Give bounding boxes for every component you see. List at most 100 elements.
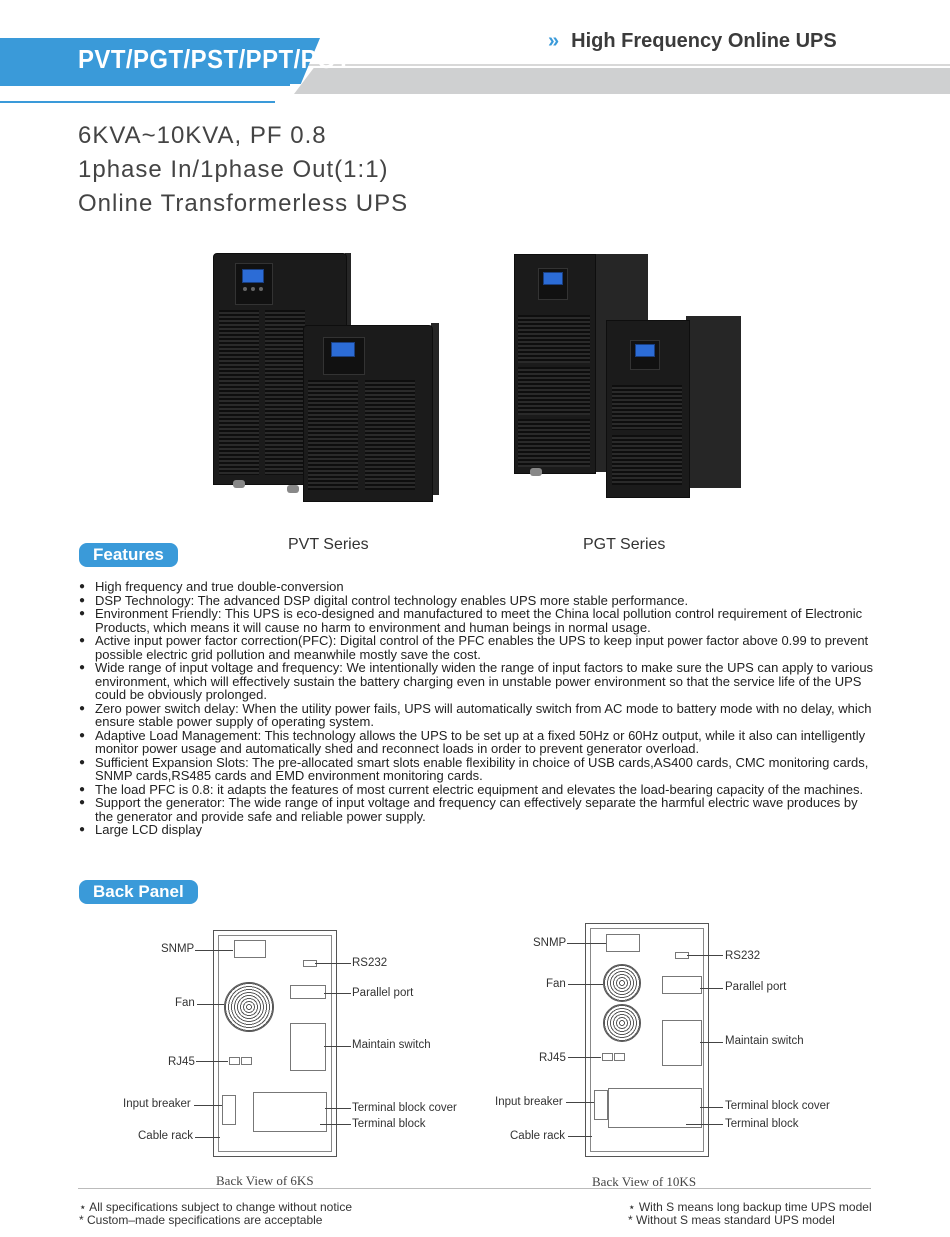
lcd-screen-icon bbox=[331, 342, 355, 357]
feature-item: Zero power switch delay: When the utilit… bbox=[79, 701, 875, 729]
callout-fan: Fan bbox=[546, 978, 566, 990]
10ks-parallel-port bbox=[662, 976, 702, 994]
leader-line bbox=[324, 1046, 351, 1047]
callout-input-breaker: Input breaker bbox=[495, 1096, 563, 1108]
features-list: High frequency and true double-conversio… bbox=[79, 580, 875, 837]
callout-rj45: RJ45 bbox=[168, 1056, 195, 1068]
wheel-icon bbox=[287, 485, 299, 493]
callout-snmp: SNMP bbox=[533, 937, 567, 949]
feature-item: Environment Friendly: This UPS is eco-de… bbox=[79, 607, 875, 634]
feature-item: Wide range of input voltage and frequenc… bbox=[79, 661, 875, 702]
pgt-series-label: PGT Series bbox=[583, 536, 666, 553]
6ks-rj45-port bbox=[229, 1057, 240, 1065]
feature-item: Large LCD display bbox=[79, 823, 875, 837]
callout-terminal-block-cover: Terminal block cover bbox=[725, 1100, 830, 1112]
leader-line bbox=[196, 1061, 228, 1062]
caption-back-view-6ks: Back View of 6KS bbox=[216, 1173, 314, 1188]
footnote: ⋆ All specifications subject to change w… bbox=[79, 1200, 352, 1214]
10ks-rj45-port bbox=[614, 1053, 625, 1061]
pvt-short-vent-left bbox=[308, 380, 358, 490]
header-blue-rule bbox=[0, 84, 290, 86]
6ks-rj45-port bbox=[241, 1057, 252, 1065]
wheel-icon bbox=[233, 480, 245, 488]
back-view-6ks: SNMP Fan RJ45 Input breaker Cable rack R… bbox=[110, 925, 470, 1165]
leader-line bbox=[567, 943, 606, 944]
leader-line bbox=[687, 955, 723, 956]
category-heading: » High Frequency Online UPS bbox=[548, 30, 837, 53]
fan-icon bbox=[603, 964, 641, 1002]
callout-rs232: RS232 bbox=[352, 957, 388, 969]
leader-line bbox=[700, 1107, 723, 1108]
10ks-maintain-switch bbox=[662, 1020, 702, 1066]
leader-line bbox=[320, 1124, 351, 1125]
leader-line bbox=[195, 1137, 220, 1138]
leader-line bbox=[700, 988, 723, 989]
footnote: ⋆ With S means long backup time UPS mode… bbox=[628, 1200, 872, 1214]
pgt-tall-vent-2 bbox=[518, 367, 590, 415]
pgt-tall-vent-3 bbox=[518, 419, 590, 467]
headline-line-3: Online Transformerless UPS bbox=[78, 190, 409, 217]
fan-icon bbox=[224, 982, 274, 1032]
callout-terminal-block-cover: Terminal block cover bbox=[352, 1102, 457, 1114]
callout-maintain-switch: Maintain switch bbox=[725, 1035, 804, 1047]
lcd-screen-icon bbox=[635, 344, 655, 357]
10ks-inner-frame bbox=[590, 928, 704, 1152]
model-codes-title: PVT/PGT/PST/PPT/POT bbox=[78, 44, 352, 74]
pgt-short-side bbox=[686, 316, 741, 488]
feature-item: Active input power factor correction(PFC… bbox=[79, 634, 875, 661]
callout-terminal-block: Terminal block bbox=[725, 1118, 799, 1130]
category-label: High Frequency Online UPS bbox=[571, 30, 837, 52]
callout-fan: Fan bbox=[175, 997, 195, 1009]
header-gray-band bbox=[294, 68, 950, 94]
footer-rule bbox=[78, 1188, 871, 1189]
feature-item: Support the generator: The wide range of… bbox=[79, 796, 875, 823]
back-view-10ks: SNMP Fan RJ45 Input breaker Cable rack R… bbox=[490, 920, 870, 1160]
callout-parallel-port: Parallel port bbox=[352, 987, 414, 999]
button-icon bbox=[243, 287, 247, 291]
leader-line bbox=[195, 950, 233, 951]
leader-line bbox=[325, 1108, 351, 1109]
callout-terminal-block: Terminal block bbox=[352, 1118, 426, 1130]
header-blue-banner bbox=[0, 38, 320, 84]
lcd-screen-icon bbox=[242, 269, 264, 283]
callout-cable-rack: Cable rack bbox=[510, 1130, 565, 1142]
leader-line bbox=[315, 963, 351, 964]
6ks-input-breaker bbox=[222, 1095, 236, 1125]
header-blue-rule-lower bbox=[0, 101, 275, 103]
10ks-terminal-block-cover bbox=[608, 1088, 702, 1128]
double-chevron-icon: » bbox=[548, 30, 560, 52]
footnote: * Without S meas standard UPS model bbox=[628, 1213, 835, 1227]
feature-item: DSP Technology: The advanced DSP digital… bbox=[79, 593, 875, 608]
pvt-series-label: PVT Series bbox=[288, 536, 369, 553]
headline-line-2: 1phase In/1phase Out(1:1) bbox=[78, 156, 389, 183]
callout-rj45: RJ45 bbox=[539, 1052, 566, 1064]
6ks-inner-frame bbox=[218, 935, 332, 1152]
10ks-input-breaker bbox=[594, 1090, 608, 1120]
leader-line bbox=[568, 984, 603, 985]
lcd-screen-icon bbox=[543, 272, 563, 285]
caption-back-view-10ks: Back View of 10KS bbox=[592, 1174, 697, 1189]
10ks-snmp-slot bbox=[606, 934, 640, 952]
pvt-short-vent-right bbox=[365, 380, 415, 490]
features-heading: Features bbox=[79, 543, 178, 567]
button-icon bbox=[259, 287, 263, 291]
leader-line bbox=[324, 993, 351, 994]
feature-item: Adaptive Load Management: This technolog… bbox=[79, 728, 875, 756]
leader-line bbox=[686, 1124, 723, 1125]
button-icon bbox=[251, 287, 255, 291]
fan-icon bbox=[603, 1004, 641, 1042]
leader-line bbox=[194, 1105, 222, 1106]
callout-input-breaker: Input breaker bbox=[123, 1098, 191, 1110]
pvt-tall-vent-left bbox=[219, 310, 259, 475]
footnote: * Custom–made specifications are accepta… bbox=[79, 1213, 323, 1227]
leader-line bbox=[566, 1102, 594, 1103]
leader-line bbox=[568, 1057, 601, 1058]
pvt-product-image bbox=[205, 245, 445, 510]
pvt-tall-vent-right bbox=[265, 310, 305, 475]
pgt-tall-vent-1 bbox=[518, 315, 590, 363]
feature-item: High frequency and true double-conversio… bbox=[79, 580, 875, 594]
callout-maintain-switch: Maintain switch bbox=[352, 1039, 431, 1051]
back-panel-heading: Back Panel bbox=[79, 880, 198, 904]
pgt-short-vent-1 bbox=[612, 385, 682, 430]
6ks-snmp-slot bbox=[234, 940, 266, 958]
